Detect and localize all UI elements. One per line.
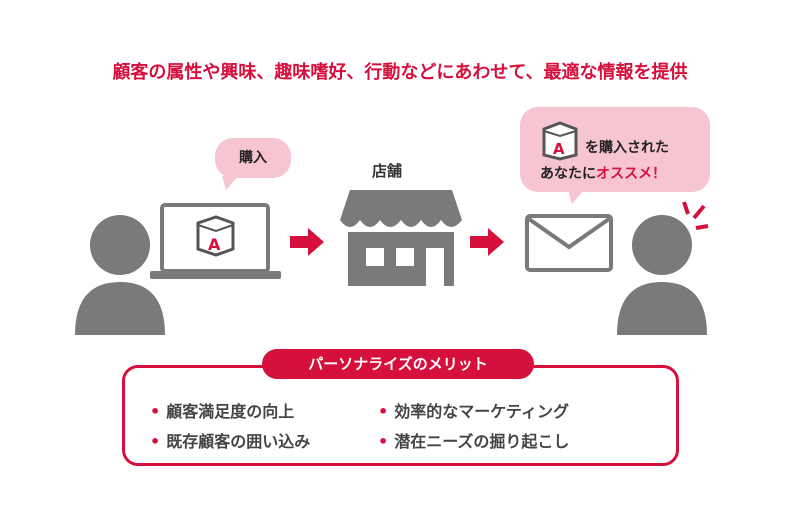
merit-item: •潜在ニーズの掘り起こし [378, 432, 570, 451]
product-box-icon: A [196, 215, 235, 257]
merits-heading: パーソナライズのメリット [262, 349, 534, 379]
laptop-icon: A [150, 203, 281, 279]
merit-item: •既存顧客の囲い込み [150, 432, 311, 451]
recommend-line1: を購入された [585, 140, 669, 156]
arrow-right-icon [290, 228, 324, 256]
purchase-speech-bubble: 購入 [215, 138, 291, 178]
customer-person-icon [617, 215, 707, 335]
recommend-line2: あなたに [540, 166, 596, 182]
store-icon [340, 190, 462, 286]
product-box-icon: A [542, 121, 578, 161]
store-label: 店舗 [372, 162, 403, 180]
recommend-highlight: オススメ！ [596, 166, 666, 182]
recommendation-speech-bubble: A を購入された あなたにオススメ！ [520, 107, 710, 192]
bubble-tail-icon [568, 190, 584, 204]
purchase-label: 購入 [239, 150, 267, 166]
merit-item: •顧客満足度の向上 [150, 402, 295, 421]
bubble-tail-icon [222, 176, 238, 190]
arrow-right-icon [470, 228, 504, 256]
page-title: 顧客の属性や興味、趣味嗜好、行動などにあわせて、最適な情報を提供 [112, 62, 688, 83]
svg-text:A: A [553, 140, 565, 158]
merit-item: •効率的なマーケティング [378, 402, 569, 421]
customer-person-icon [75, 215, 165, 335]
email-envelope-icon [525, 214, 613, 272]
svg-text:A: A [208, 235, 221, 254]
surprise-marks-icon [682, 201, 709, 230]
